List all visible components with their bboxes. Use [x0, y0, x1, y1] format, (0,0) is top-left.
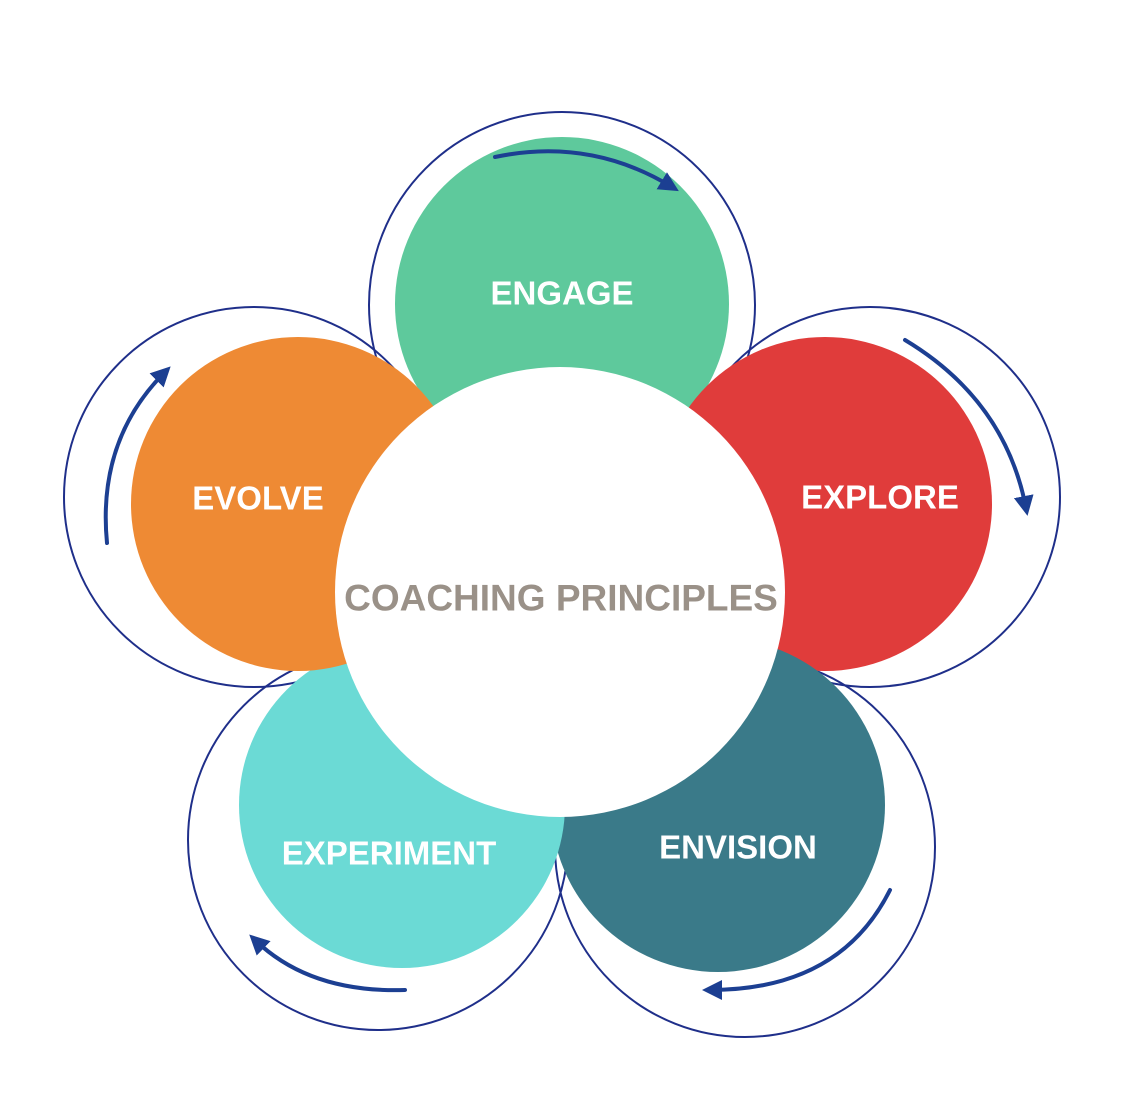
- petal-label-envision: ENVISION: [659, 829, 817, 866]
- cycle-arrows: [103, 149, 1034, 1000]
- arrow-left-icon: [103, 366, 171, 545]
- arrow-bottom-left-icon: [249, 934, 407, 993]
- petal-label-explore: EXPLORE: [801, 479, 959, 516]
- petal-label-engage: ENGAGE: [490, 275, 633, 312]
- center-label: COACHING PRINCIPLES: [344, 578, 778, 619]
- arrow-right-icon: [903, 338, 1034, 516]
- arrow-top-icon: [493, 149, 679, 192]
- center-circle: [335, 367, 785, 817]
- petal-label-evolve: EVOLVE: [192, 480, 323, 517]
- arrow-bottom-right-icon: [702, 888, 892, 1000]
- petal-label-experiment: EXPERIMENT: [282, 835, 497, 872]
